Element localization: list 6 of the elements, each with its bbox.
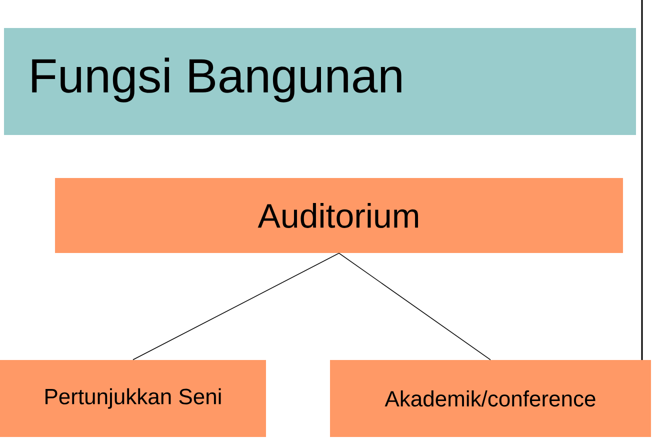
process-box: Pertunjukkan Seni [0, 360, 266, 437]
process-box: Auditorium [55, 178, 623, 253]
title: Fungsi Bangunan [32, 58, 402, 102]
connector-line [338, 252, 491, 360]
process-box: Akademik/conference [330, 360, 651, 437]
connector-line [132, 252, 340, 360]
